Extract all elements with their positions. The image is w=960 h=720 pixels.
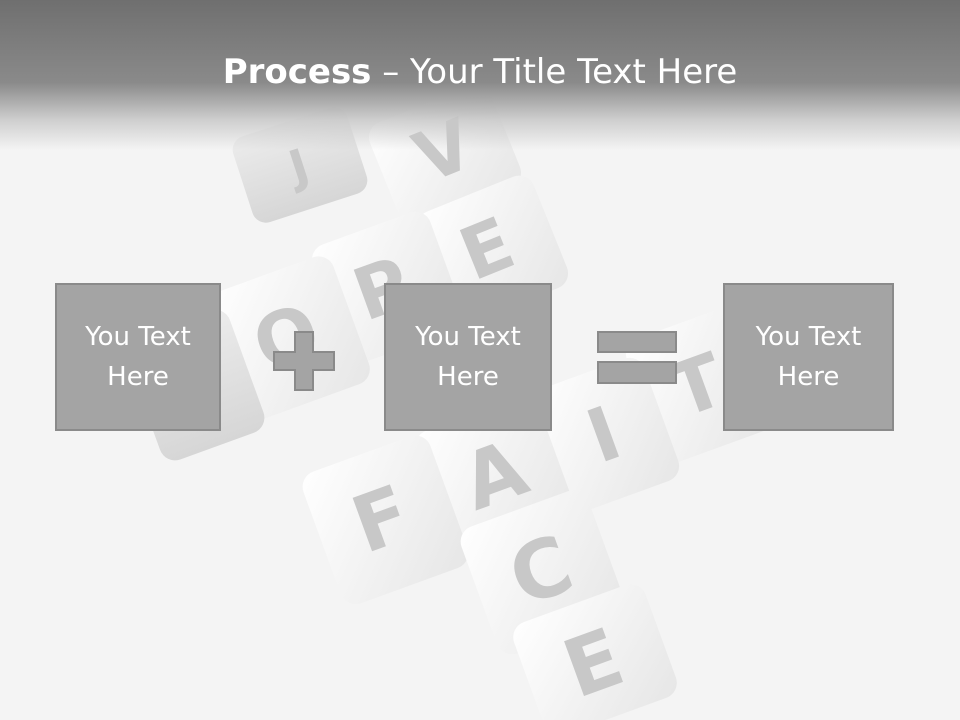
cube-i bbox=[530, 357, 680, 513]
process-box-1[interactable]: You Text Here bbox=[55, 283, 221, 431]
process-box-3[interactable]: You Text Here bbox=[723, 283, 894, 431]
title-rest: – Your Title Text Here bbox=[371, 52, 738, 92]
title-bar bbox=[0, 0, 960, 150]
equals-icon bbox=[597, 331, 677, 384]
process-box-3-label: You Text Here bbox=[755, 322, 862, 392]
slide-title: Process – Your Title Text Here bbox=[0, 52, 960, 92]
process-box-1-label: You Text Here bbox=[85, 322, 191, 392]
plus-icon bbox=[273, 331, 335, 391]
process-box-2-label: You Text Here bbox=[415, 322, 521, 392]
cube-f bbox=[302, 435, 469, 605]
title-bold: Process bbox=[222, 52, 372, 92]
cube-e-bottom bbox=[513, 584, 677, 720]
process-box-2[interactable]: You Text Here bbox=[384, 283, 552, 431]
